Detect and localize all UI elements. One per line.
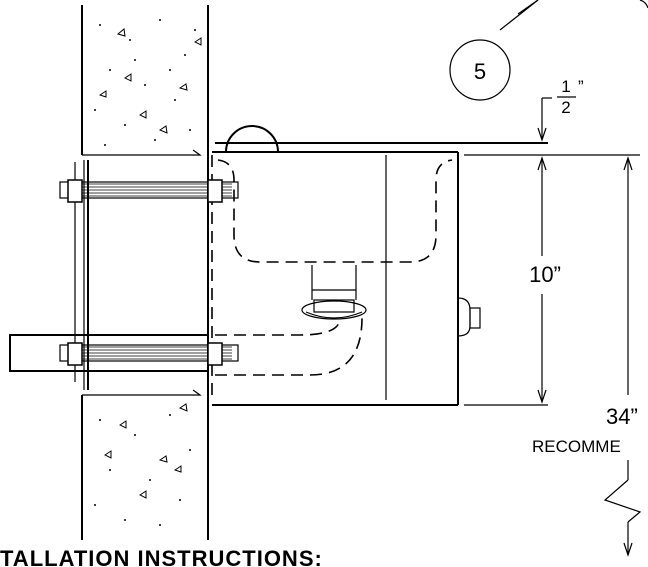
half-inch-dimension: 1 2 ” xyxy=(537,77,584,142)
mount-height-dimension: 34” RECOMME xyxy=(532,156,642,557)
wall-section xyxy=(74,5,213,540)
height-label: 10” xyxy=(529,262,561,287)
height-dimension: 10” xyxy=(464,154,640,406)
concrete-stipple-bottom xyxy=(94,403,191,526)
mount-height-label: 34” xyxy=(606,404,638,429)
side-valve xyxy=(457,297,481,337)
callout-number: 5 xyxy=(474,59,486,84)
half-inch-numerator: 1 xyxy=(561,77,570,96)
fountain-body xyxy=(212,125,548,406)
mount-note: RECOMME xyxy=(532,437,621,456)
lower-bolt xyxy=(9,334,239,372)
half-inch-denominator: 2 xyxy=(561,98,570,117)
instructions-heading: TALLATION INSTRUCTIONS: xyxy=(0,546,323,567)
upper-bolt xyxy=(59,179,239,203)
drain-fitting xyxy=(301,265,367,320)
half-inch-unit: ” xyxy=(578,77,584,96)
callout-bubble: 5 xyxy=(449,0,648,101)
concrete-stipple-top xyxy=(94,19,202,146)
mounting-plate xyxy=(83,160,89,390)
